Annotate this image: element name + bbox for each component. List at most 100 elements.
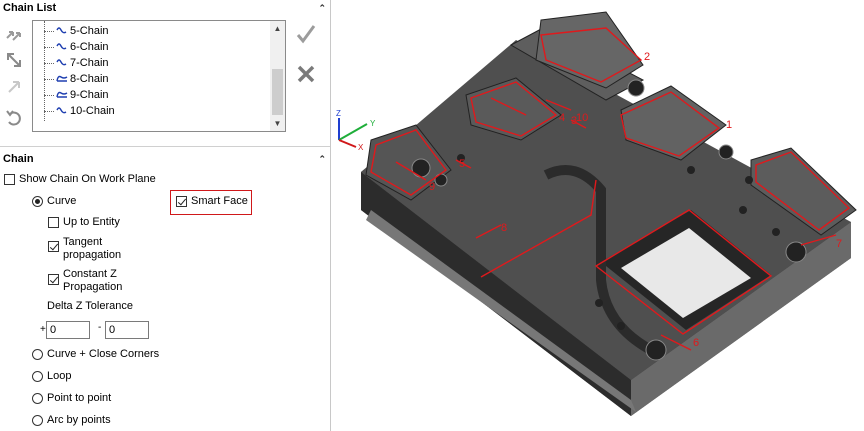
loop-label: Loop: [47, 370, 72, 382]
accept-check-icon[interactable]: [294, 22, 318, 46]
undo-icon[interactable]: [4, 108, 24, 128]
curve-close-corners-label: Curve + Close Corners: [47, 348, 160, 360]
delta-z-minus-input[interactable]: [105, 321, 149, 339]
show-chain-on-work-plane-label: Show Chain On Work Plane: [19, 173, 156, 185]
chain-number: 10: [576, 112, 588, 124]
hole: [718, 144, 734, 160]
up-to-entity-label: Up to Entity: [63, 216, 120, 228]
chain-glyph-icon: [56, 75, 68, 82]
chain-property-panel: Chain List ⌃ 5-Chain 6-Chain 7-Chain 8-C…: [0, 0, 331, 431]
list-item-label: 5-Chain: [70, 25, 109, 37]
base-step: [366, 210, 636, 412]
list-item-label: 9-Chain: [70, 89, 109, 101]
chain-number: 5: [459, 158, 465, 170]
hole: [457, 154, 465, 162]
tangent-propagation-checkbox[interactable]: [48, 241, 59, 252]
hole: [645, 339, 667, 361]
smart-face-checkbox[interactable]: [176, 196, 187, 207]
minus-sign: -: [98, 322, 102, 333]
arc-by-points-radio[interactable]: [32, 415, 43, 426]
chain-collapse-icon[interactable]: ⌃: [318, 154, 326, 164]
pocket-opening: [621, 228, 751, 318]
chain-list-header[interactable]: Chain List ⌃: [0, 0, 330, 16]
slot: [543, 165, 664, 360]
axis-y-label: Y: [370, 119, 376, 128]
hole: [617, 322, 625, 330]
axis-x-label: X: [358, 143, 364, 152]
triad-icon: Z Y X: [336, 109, 376, 152]
point-to-point-label: Point to point: [47, 392, 112, 404]
scroll-up-icon[interactable]: ▲: [273, 24, 282, 33]
section-divider: [0, 146, 330, 147]
axis-z-label: Z: [336, 109, 341, 118]
hole: [627, 79, 645, 97]
cancel-x-icon[interactable]: [294, 62, 318, 86]
constant-z-propagation-label-line2: Propagation: [63, 281, 123, 293]
boss-2: [535, 11, 644, 89]
hole: [595, 299, 603, 307]
tree-connector: [44, 21, 45, 121]
chain-header[interactable]: Chain ⌃: [0, 151, 330, 167]
chain-number: 7: [836, 238, 842, 250]
list-item-label: 6-Chain: [70, 41, 109, 53]
hole: [411, 158, 431, 178]
move-down-icon[interactable]: [4, 50, 24, 70]
list-item[interactable]: 7-Chain: [44, 55, 109, 71]
chain-listbox[interactable]: 5-Chain 6-Chain 7-Chain 8-Chain 9-Chain …: [32, 20, 286, 132]
chain-list-collapse-icon[interactable]: ⌃: [318, 3, 326, 13]
hole: [785, 241, 807, 263]
list-item-label: 8-Chain: [70, 73, 109, 85]
loop-radio[interactable]: [32, 371, 43, 382]
chain-glyph-icon: [56, 107, 67, 114]
point-to-point-radio[interactable]: [32, 393, 43, 404]
list-scrollbar[interactable]: ▲ ▼: [270, 21, 285, 131]
tangent-propagation-label-line1: Tangent: [63, 236, 103, 248]
list-item[interactable]: 8-Chain: [44, 71, 109, 87]
hole: [687, 166, 695, 174]
plus-sign: +: [40, 324, 46, 335]
show-chain-on-work-plane-checkbox[interactable]: [4, 174, 15, 185]
arc-by-points-label: Arc by points: [47, 414, 111, 426]
base-plate-front: [631, 222, 851, 416]
split-chain-icon[interactable]: [4, 77, 24, 97]
chain-glyph-icon: [56, 43, 67, 50]
list-item-label: 10-Chain: [70, 105, 115, 117]
curve-label: Curve: [47, 195, 77, 207]
list-item[interactable]: 10-Chain: [44, 103, 115, 119]
delta-z-plus-input[interactable]: [46, 321, 90, 339]
chain-number: 2: [644, 51, 650, 63]
list-item[interactable]: 9-Chain: [44, 87, 109, 103]
scroll-down-icon[interactable]: ▼: [273, 119, 282, 128]
chain-number: 9: [429, 181, 435, 193]
scroll-thumb[interactable]: [272, 69, 283, 115]
chain-outlines: [370, 27, 851, 351]
list-item[interactable]: 5-Chain: [44, 23, 109, 39]
up-to-entity-checkbox[interactable]: [48, 217, 59, 228]
delta-z-tolerance-label: Delta Z Tolerance: [47, 300, 134, 312]
hole: [739, 206, 747, 214]
chain-list-title: Chain List: [3, 2, 57, 14]
chain-number: 3: [571, 115, 577, 127]
curve-close-corners-radio[interactable]: [32, 349, 43, 360]
chain-number: 8: [501, 222, 507, 234]
smart-face-highlight: [170, 190, 252, 215]
curve-radio[interactable]: [32, 196, 43, 207]
chain-glyph-icon: [56, 27, 67, 34]
chain-number: 1: [726, 119, 732, 131]
chain-number: 6: [693, 337, 699, 349]
graphics-viewport[interactable]: 1 2 3 4 5 6 7 8 9 10 Z Y X: [331, 0, 864, 431]
hole: [772, 228, 780, 236]
part-model[interactable]: 1 2 3 4 5 6 7 8 9 10 Z Y X: [331, 0, 864, 431]
tangent-propagation-label-line2: propagation: [63, 249, 122, 261]
list-item-label: 7-Chain: [70, 57, 109, 69]
list-item[interactable]: 6-Chain: [44, 39, 109, 55]
chain-glyph-icon: [56, 59, 67, 66]
chain-glyph-icon: [56, 91, 68, 98]
constant-z-propagation-checkbox[interactable]: [48, 274, 59, 285]
move-up-icon[interactable]: [4, 24, 24, 44]
smart-face-label: Smart Face: [191, 195, 248, 207]
hole: [745, 176, 753, 184]
constant-z-propagation-label-line1: Constant Z: [63, 268, 117, 280]
chain-title: Chain: [3, 153, 34, 165]
chain-number: 4: [559, 112, 565, 124]
